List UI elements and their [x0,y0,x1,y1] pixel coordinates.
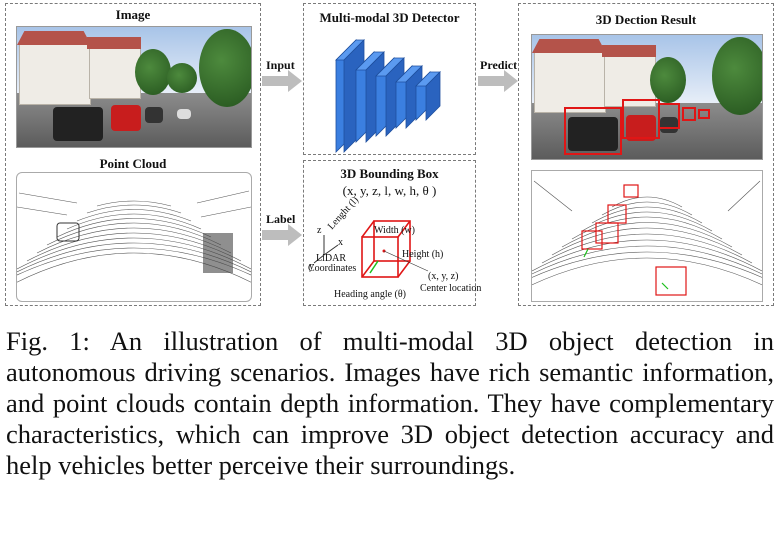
input-arrow-label: Input [266,58,295,72]
center-coord-label: (x, y, z) [428,271,459,282]
tree [135,49,171,95]
detection-box [658,103,680,129]
detection-box [698,109,710,119]
roof [602,45,656,57]
label-arrow [262,224,302,246]
car [145,107,163,123]
axis-x-label: x [338,237,343,248]
label-arrow-label: Label [266,212,296,226]
car [626,115,656,141]
bbox-diagram [313,220,429,278]
car [568,117,618,151]
building [89,47,141,99]
height-label: Height (h) [402,249,444,260]
input-panel: Image Point Cloud [5,3,261,306]
axis-z-label: z [317,225,322,236]
tree [199,29,251,107]
roof [17,31,91,45]
bbox-params: (x, y, z, l, w, h, θ ) [342,183,437,198]
roof [87,37,141,49]
car [177,109,191,119]
detector-panel: Multi-modal 3D Detector [303,3,476,155]
result-point-cloud [531,170,763,302]
detection-box [564,107,622,155]
point-cloud-image [16,172,252,302]
point-cloud-title: Point Cloud [99,156,167,171]
roof [532,39,606,53]
tree [650,57,686,103]
point-cloud-lines [17,190,251,283]
coordinates-label: Coordinates [308,263,357,274]
street-image [16,26,252,148]
car [660,117,678,133]
bbox-title: 3D Bounding Box [340,166,439,181]
predict-arrow [478,70,518,92]
input-arrow [262,70,302,92]
image-title: Image [115,7,151,22]
axis-y-label: y [309,261,314,272]
center-location-label: Center location [420,283,482,294]
building [19,41,91,105]
car [111,105,141,131]
tree [167,63,197,93]
car [53,107,103,141]
result-cloud-lines [532,180,762,296]
detection-box [622,99,660,139]
building [534,49,606,113]
detector-title: Multi-modal 3D Detector [319,10,460,25]
figure-caption: Fig. 1: An illustration of multi-modal 3… [6,326,774,480]
lidar-label: LiDAR [316,253,346,264]
predict-arrow-label: Predict [480,58,518,72]
bbox-panel: 3D Bounding Box (x, y, z, l, w, h, θ ) z… [303,160,481,306]
detector-blocks [335,39,441,153]
detection-box [682,107,696,121]
result-title: 3D Dection Result [595,12,697,27]
width-label: Width (w) [374,225,415,236]
heading-label: Heading angle (θ) [334,289,406,300]
tree [712,37,762,115]
result-panel: 3D Dection Result [518,3,774,306]
result-image [531,34,763,160]
